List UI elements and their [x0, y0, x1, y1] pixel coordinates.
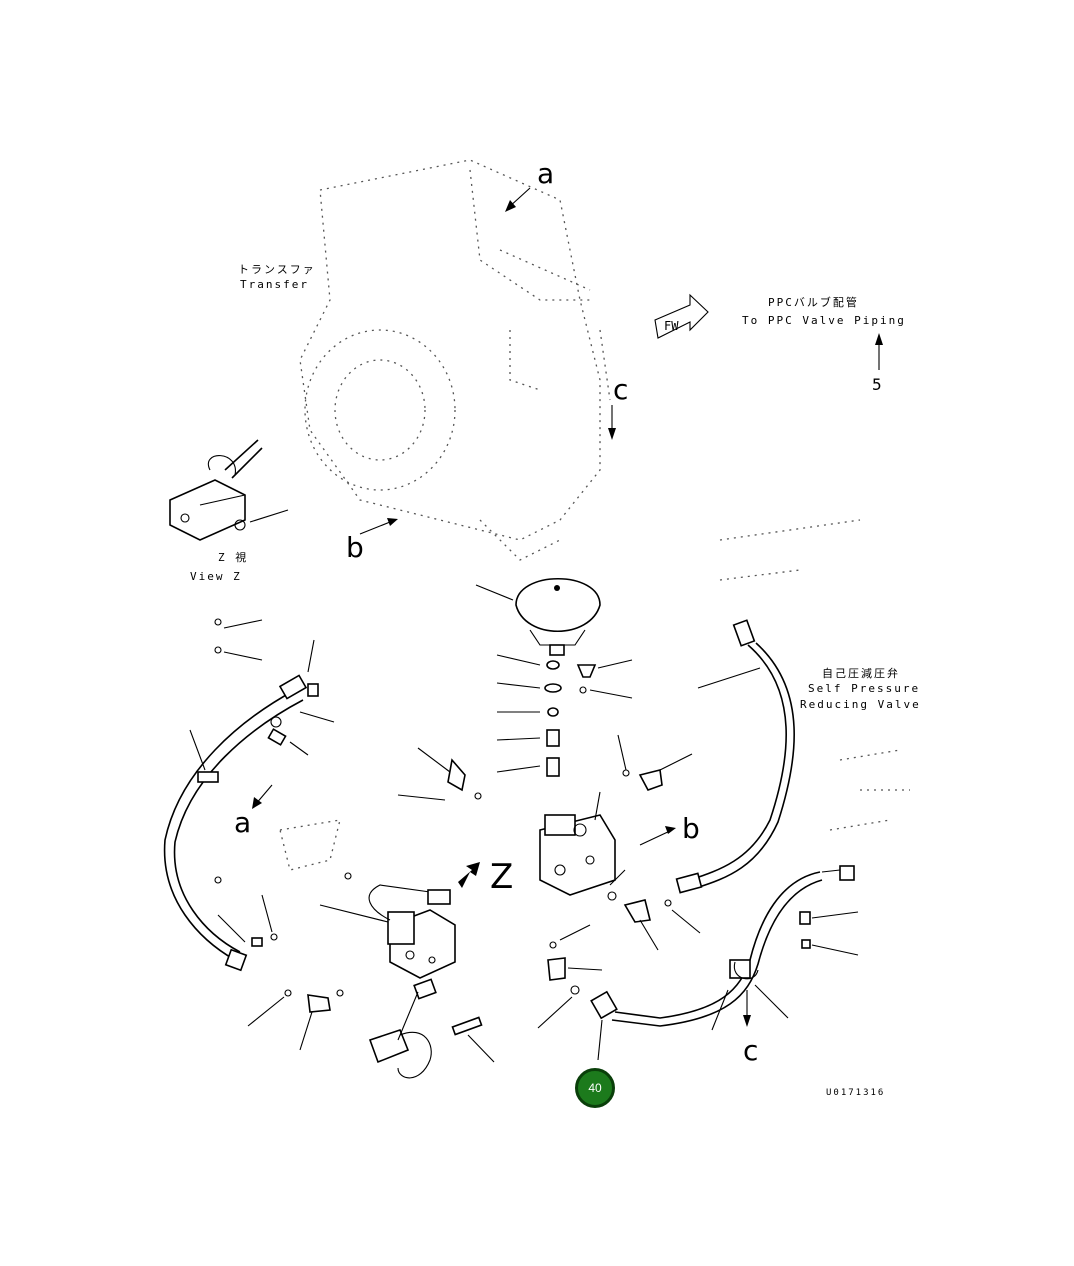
ref-label-b-left: b	[346, 531, 364, 564]
drawing-code: U0171316	[826, 1088, 885, 1098]
forward-direction-icon: FW	[654, 293, 709, 339]
self-reducing-valve-label-en1: Self Pressure	[808, 682, 920, 695]
valve-small-parts	[496, 654, 633, 777]
ref-label-c-bottom: c	[743, 1034, 758, 1067]
pressure-switch	[247, 872, 495, 1079]
view-z-label-en: View Z	[190, 570, 242, 583]
svg-text:FW: FW	[664, 319, 679, 333]
lower-right-hose-with-clamp	[590, 865, 859, 1061]
solenoid-valve-assembly	[319, 747, 482, 979]
ppc-piping-label-jp: PPCバルブ配管	[768, 295, 859, 309]
part-callout-badge[interactable]: 40	[575, 1068, 615, 1108]
view-z-valve-block	[169, 439, 289, 541]
accumulator	[475, 578, 601, 656]
self-reducing-valve-label-en2: Reducing Valve	[800, 698, 921, 711]
ref-label-c-top: c	[613, 373, 628, 406]
ref-label-b-right: b	[682, 812, 700, 845]
view-z-letter: Z	[490, 857, 513, 897]
transfer-label-jp: トランスファ	[238, 263, 316, 276]
left-hose-loop	[163, 618, 335, 972]
ref-label-a-top: a	[537, 157, 554, 190]
fw-number-mark: 5	[872, 375, 884, 394]
ref-label-a-bottom: a	[234, 806, 251, 839]
right-hose-assembly	[675, 619, 795, 894]
self-reducing-valve-label-jp: 自己圧減圧弁	[822, 666, 900, 680]
self-pressure-reducing-valve	[539, 791, 626, 901]
transfer-label-en: Transfer	[240, 278, 309, 291]
elbow-fittings	[537, 734, 701, 1029]
transfer-body-ghost	[279, 159, 910, 871]
view-z-label-jp: Z 視	[218, 550, 248, 564]
ppc-piping-label-en: To PPC Valve Piping	[742, 314, 906, 327]
reference-arrows	[252, 187, 883, 1027]
